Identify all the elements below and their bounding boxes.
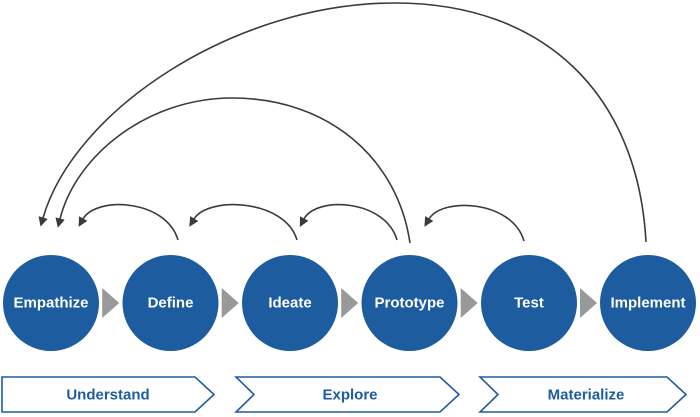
stage-circle-shape (3, 255, 99, 351)
feedback-arcs (38, 2, 647, 244)
stage-label: Ideate (268, 295, 311, 312)
stage-circle-shape (481, 255, 577, 351)
stage-circle-shape (242, 255, 338, 351)
connector-arrow-icon (221, 288, 239, 318)
arc-define-to-empathize-icon (78, 203, 179, 241)
connector-arrow-icon (460, 288, 478, 318)
stage-prototype: Prototype (361, 255, 458, 351)
stage-label: Empathize (13, 295, 88, 312)
arc-prototype-to-ideate-icon (299, 203, 398, 241)
arc-implement-to-empathize-icon (38, 2, 647, 243)
forward-connectors (102, 288, 597, 318)
stage-test: Test (481, 255, 577, 351)
phase-explore: Explore (234, 376, 461, 413)
phase-label: Understand (66, 387, 149, 404)
stage-ideate: Ideate (242, 255, 338, 351)
phase-banner-shape (478, 376, 688, 413)
phase-understand: Understand (1, 376, 216, 413)
connector-arrow-icon (341, 288, 359, 318)
phase-banner-shape (1, 376, 216, 413)
phase-label: Materialize (548, 387, 625, 404)
phase-banners: Understand Explore Materialize (1, 376, 688, 413)
stage-define: Define (122, 255, 219, 351)
connector-arrow-icon (580, 288, 597, 318)
phase-materialize: Materialize (478, 376, 688, 413)
stage-circles: Empathize Define Ideate Prototype Test I… (3, 255, 696, 351)
phase-banner-shape (234, 376, 461, 413)
stage-implement: Implement (600, 255, 696, 351)
stage-label: Implement (610, 295, 685, 312)
stage-empathize: Empathize (3, 255, 99, 351)
stage-circle-shape (361, 255, 458, 351)
stage-label: Prototype (374, 295, 444, 312)
arc-test-to-prototype-icon (424, 204, 525, 242)
arc-ideate-to-define-icon (189, 203, 298, 241)
stage-label: Define (148, 295, 194, 312)
stage-circle-shape (600, 255, 696, 351)
stage-label: Test (514, 295, 544, 312)
phase-label: Explore (322, 387, 377, 404)
stage-circle-shape (122, 255, 219, 351)
connector-arrow-icon (102, 288, 120, 318)
arc-prototype-to-empathize-icon (55, 97, 411, 244)
